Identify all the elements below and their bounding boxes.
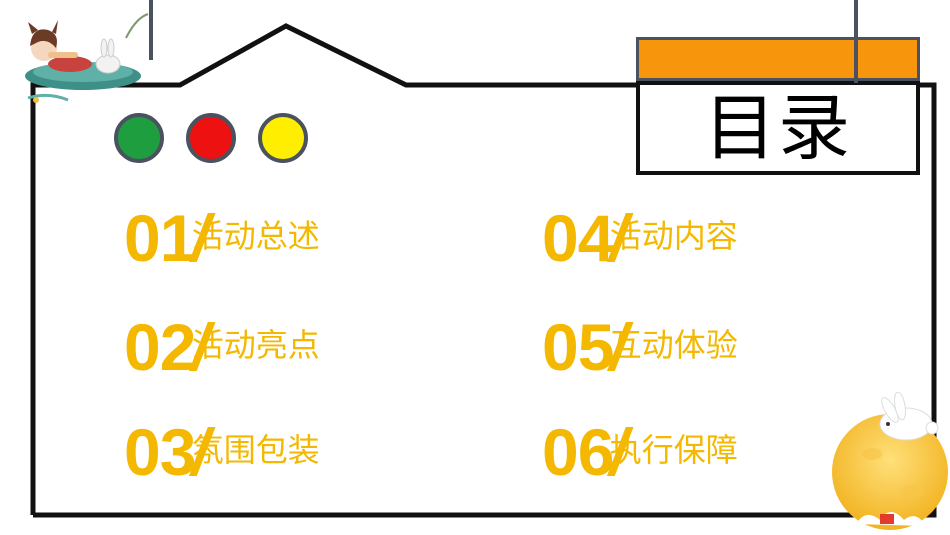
- red-dot: [186, 113, 236, 163]
- item-number: 05: [542, 310, 614, 384]
- item-slash: /: [609, 201, 628, 275]
- item-slash: /: [609, 415, 628, 489]
- item-label: 活动总述: [191, 217, 320, 255]
- page-title: 目录: [703, 86, 852, 170]
- title-box: 目录: [636, 81, 920, 175]
- girl-and-rabbit-illustration-icon: [25, 13, 149, 103]
- menu-item-6[interactable]: 06 / 执行保障: [542, 414, 738, 490]
- yellow-dot: [258, 113, 308, 163]
- menu-item-1[interactable]: 01 / 活动总述: [124, 200, 320, 276]
- green-dot: [114, 113, 164, 163]
- item-number: 02: [124, 310, 196, 384]
- item-slash: /: [191, 201, 210, 275]
- menu-item-3[interactable]: 03 / 氛围包装: [124, 414, 320, 490]
- hanging-line: [854, 0, 858, 83]
- menu-item-2[interactable]: 02 / 活动亮点: [124, 309, 320, 385]
- item-number: 04: [542, 201, 614, 275]
- item-label: 氛围包装: [191, 431, 320, 469]
- item-label: 活动内容: [609, 217, 738, 255]
- item-number: 01: [124, 201, 196, 275]
- item-number: 06: [542, 415, 614, 489]
- moon-rabbit-illustration-icon: [832, 391, 948, 530]
- item-number: 03: [124, 415, 196, 489]
- item-slash: /: [609, 310, 628, 384]
- menu-item-5[interactable]: 05 / 互动体验: [542, 309, 738, 385]
- item-label: 活动亮点: [191, 326, 320, 364]
- item-slash: /: [191, 415, 210, 489]
- title-accent-bar: [636, 37, 920, 81]
- menu-item-4[interactable]: 04 / 活动内容: [542, 200, 738, 276]
- item-slash: /: [191, 310, 210, 384]
- item-label: 执行保障: [609, 431, 738, 469]
- item-label: 互动体验: [609, 326, 738, 364]
